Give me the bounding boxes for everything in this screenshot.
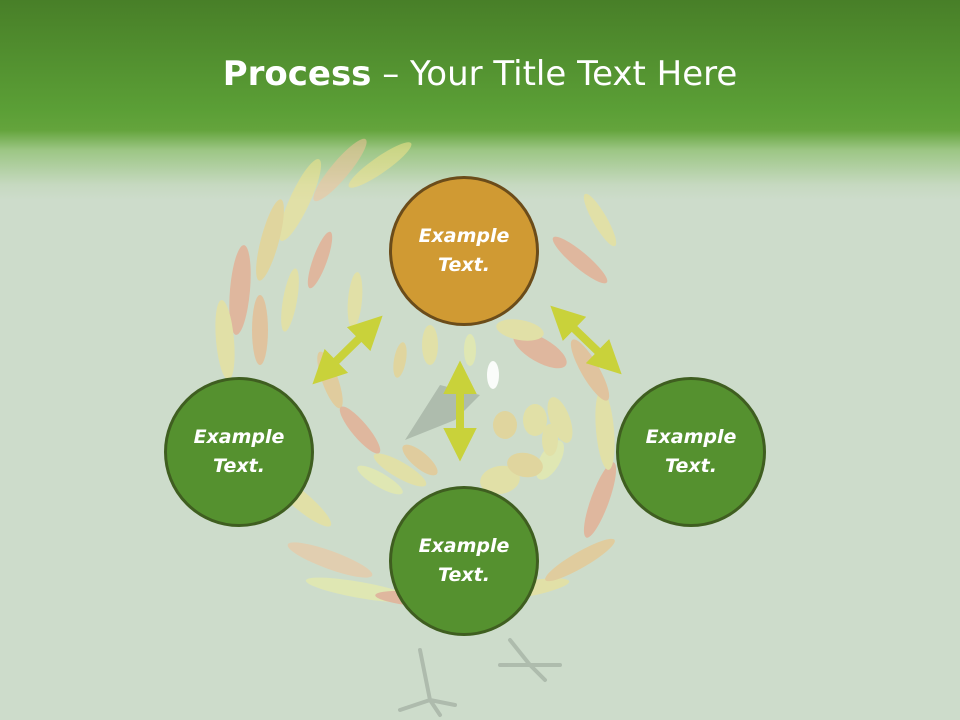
title-rest: – Your Title Text Here bbox=[371, 54, 738, 94]
header-band bbox=[0, 0, 960, 200]
slide-title: Process – Your Title Text Here bbox=[0, 50, 960, 98]
arrow-top-right bbox=[550, 305, 622, 375]
node-bottom-line2: Text. bbox=[438, 564, 490, 586]
node-top-line1: Example bbox=[418, 225, 510, 247]
node-left-line1: Example bbox=[193, 426, 285, 448]
node-bottom-line1: Example bbox=[418, 535, 510, 557]
node-bottom[interactable]: Example Text. bbox=[389, 486, 539, 636]
node-right[interactable]: Example Text. bbox=[616, 377, 766, 527]
arrow-top-left bbox=[312, 315, 383, 385]
node-left[interactable]: Example Text. bbox=[164, 377, 314, 527]
node-left-line2: Text. bbox=[213, 455, 265, 477]
node-top-line2: Text. bbox=[438, 254, 490, 276]
title-bold: Process bbox=[222, 54, 372, 94]
node-top[interactable]: Example Text. bbox=[389, 176, 539, 326]
node-right-line2: Text. bbox=[665, 455, 717, 477]
node-right-line1: Example bbox=[645, 426, 737, 448]
